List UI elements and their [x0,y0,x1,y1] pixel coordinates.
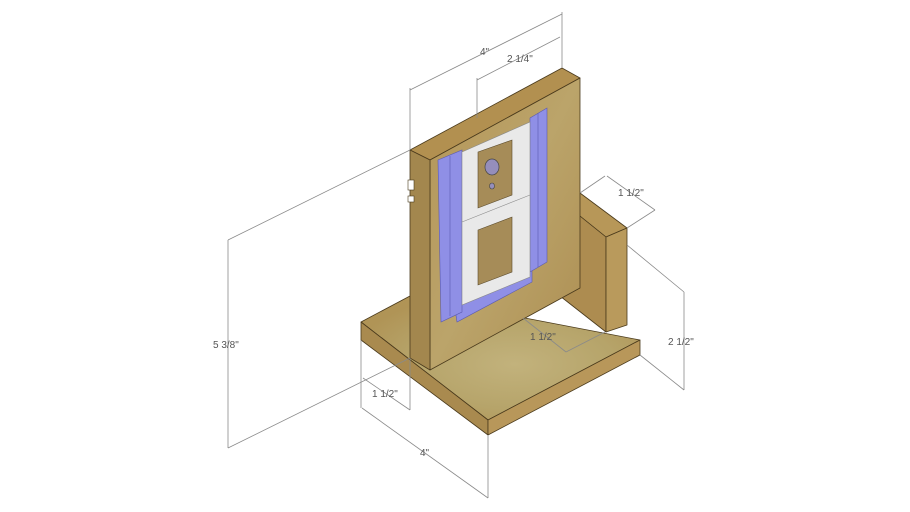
window-frame-insert [437,107,548,323]
dim-side-block-height: 2 1/2" [668,337,694,348]
dim-top-width: 4" [480,47,490,58]
back-board-left-face [409,149,431,371]
large-hole-icon [484,158,500,176]
notch [407,179,415,191]
dim-base-inner-depth: 1 1/2" [530,332,556,343]
dimensions: 4" 2 1/4" 1 1/2" 5 3/8" 2 1/2" 1 1/2" 1 … [213,12,694,499]
dim-side-block-depth: 1 1/2" [618,188,644,199]
dim-base-width: 4" [420,448,430,459]
lower-pane [477,216,513,286]
side-block-right-face [605,227,628,333]
dim-overall-height: 5 3/8" [213,340,239,351]
small-hole-icon [489,182,495,190]
notch [407,195,415,203]
dim-back-board-thickness: 1 1/2" [372,389,398,400]
dim-top-inset: 2 1/4" [507,54,533,65]
right-rail [529,107,548,273]
